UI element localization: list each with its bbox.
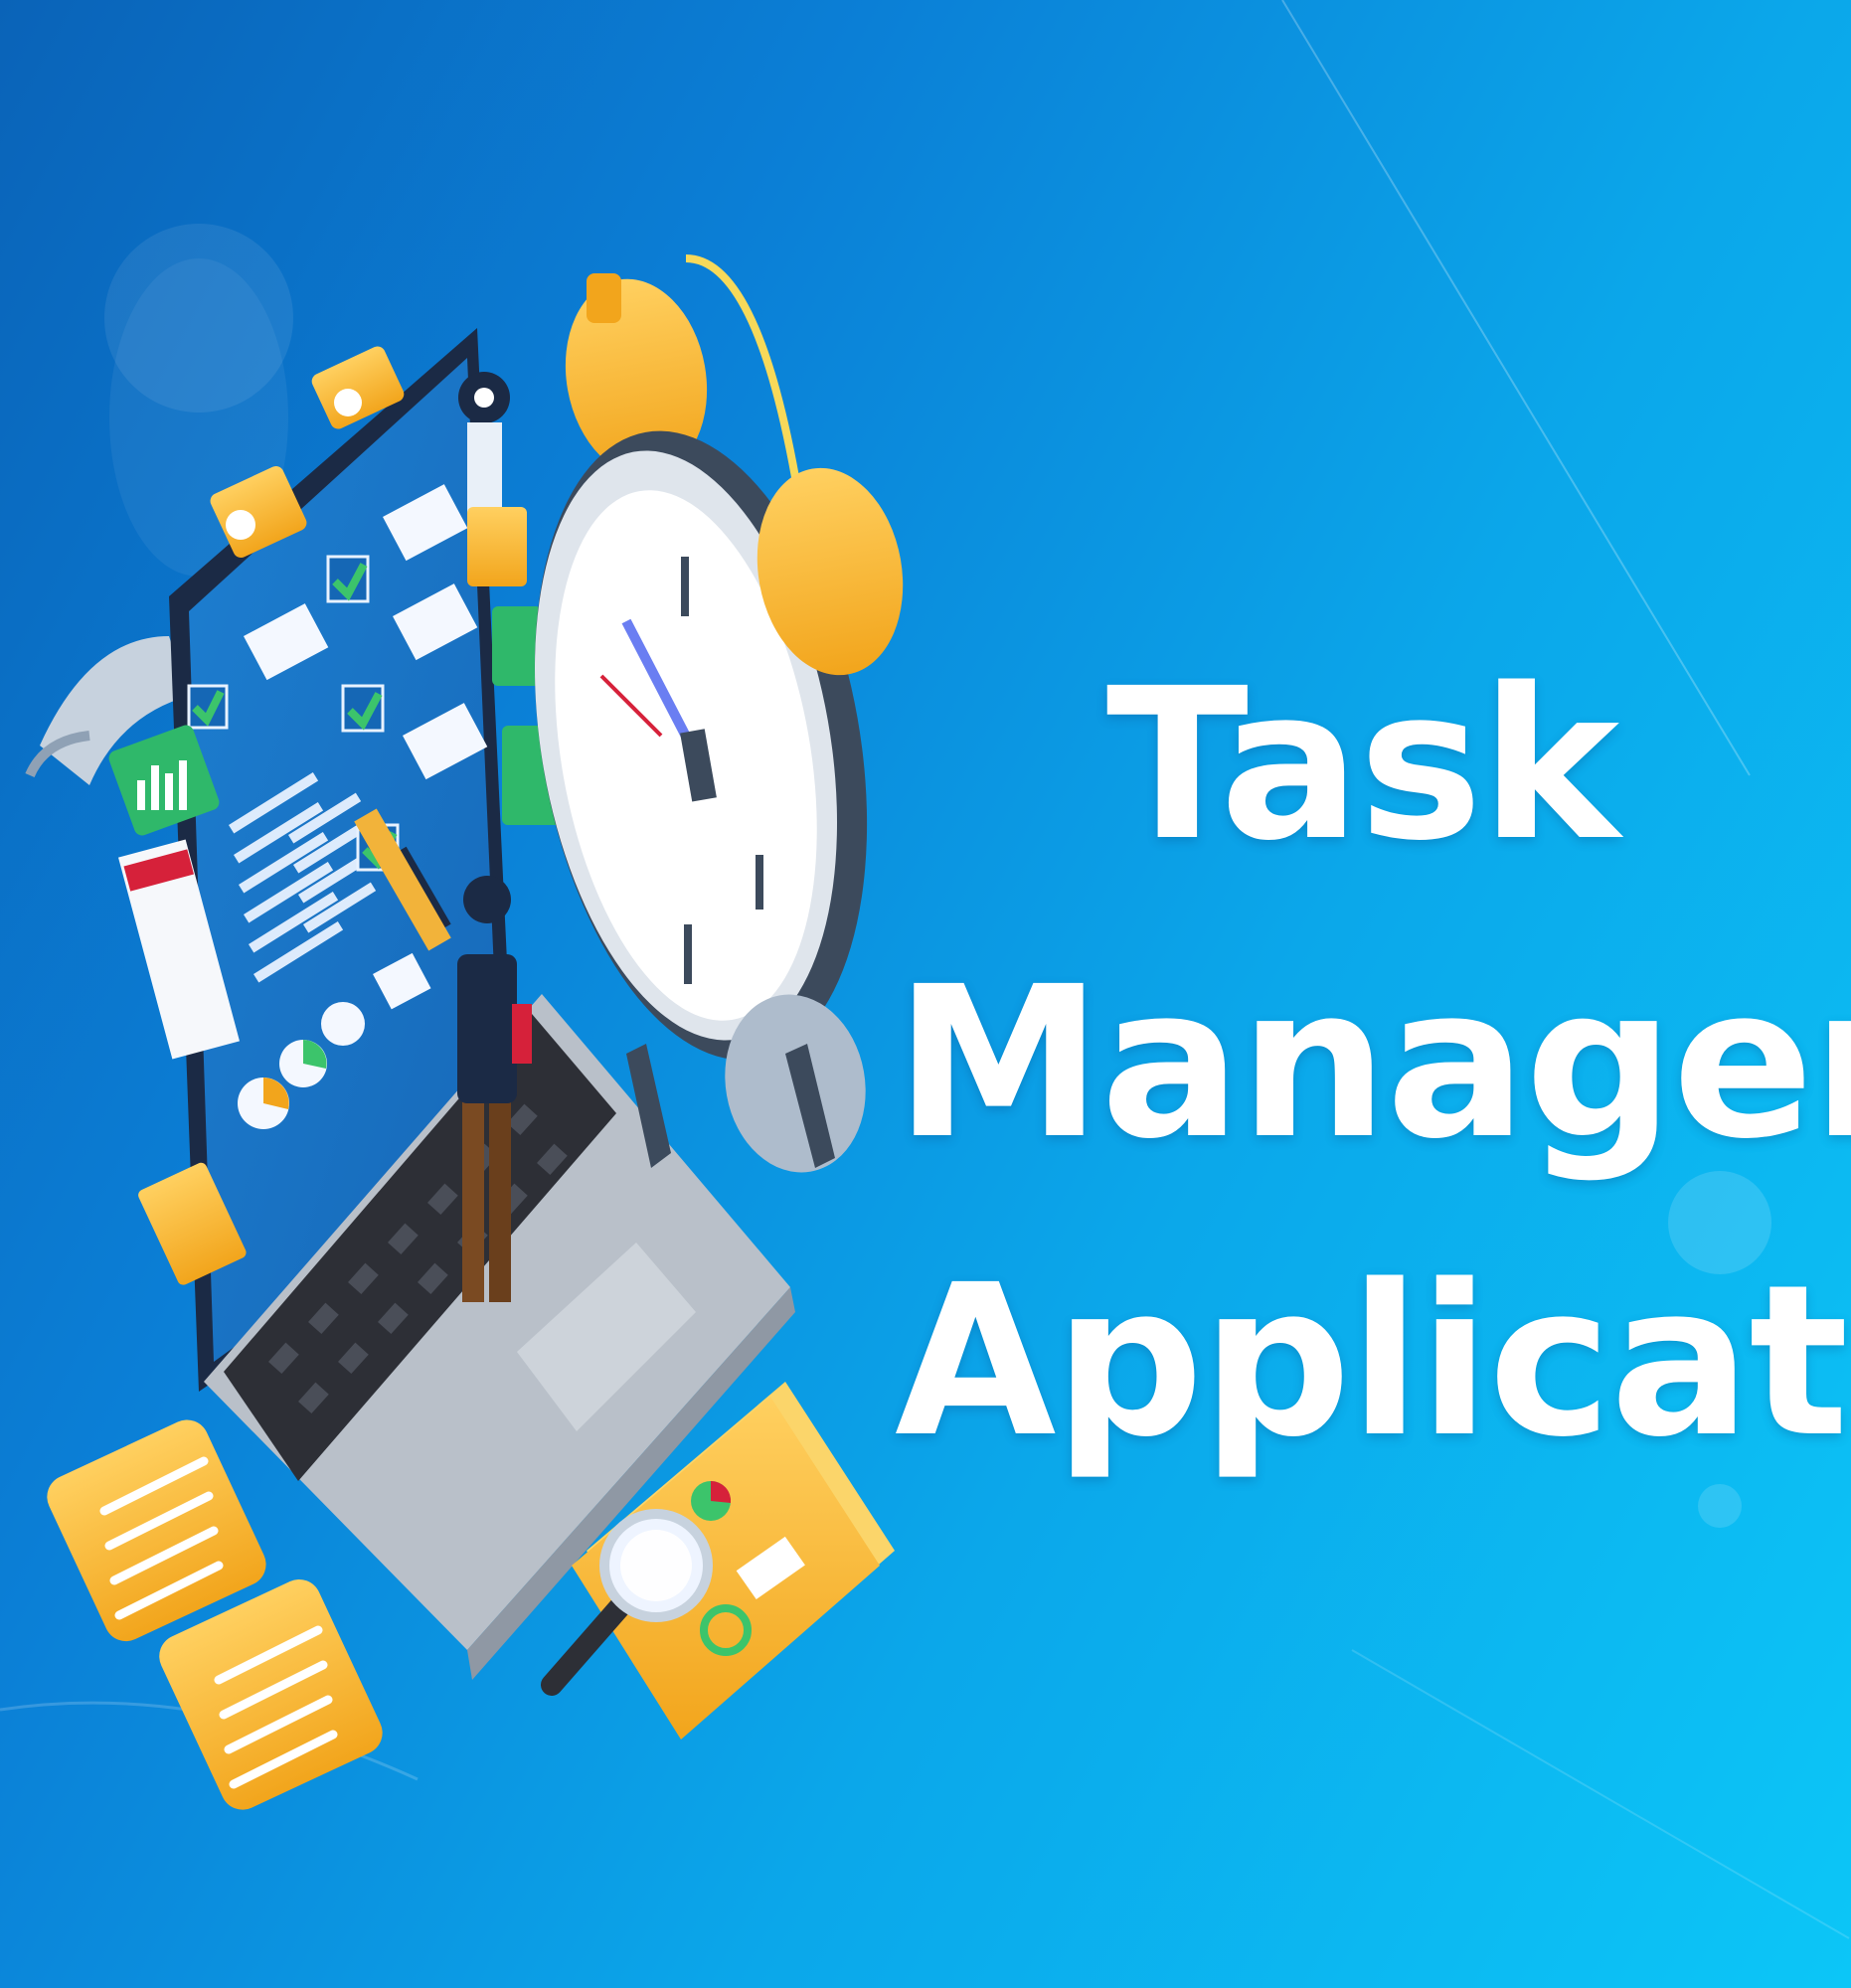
- paper-scroll: [25, 636, 189, 785]
- hero-title: Task Management Application: [895, 616, 1851, 1511]
- person-icon: [354, 808, 532, 1302]
- bar-chart-icon: [108, 725, 220, 836]
- title-line-management: Management: [895, 941, 1851, 1185]
- chat-bubbles: [47, 1419, 383, 1810]
- report-icon: [118, 839, 240, 1060]
- alarm-clock-icon: [534, 254, 904, 1173]
- title-line-task: Task: [1105, 643, 1620, 887]
- magnifier-icon: [541, 1509, 713, 1696]
- speech-bubble-icon: [138, 346, 562, 1285]
- laptop-base: [204, 994, 795, 1680]
- document-stack: [572, 1382, 895, 1740]
- title-line-application: Application: [895, 1240, 1851, 1483]
- pie-chart-icon: [238, 1002, 365, 1129]
